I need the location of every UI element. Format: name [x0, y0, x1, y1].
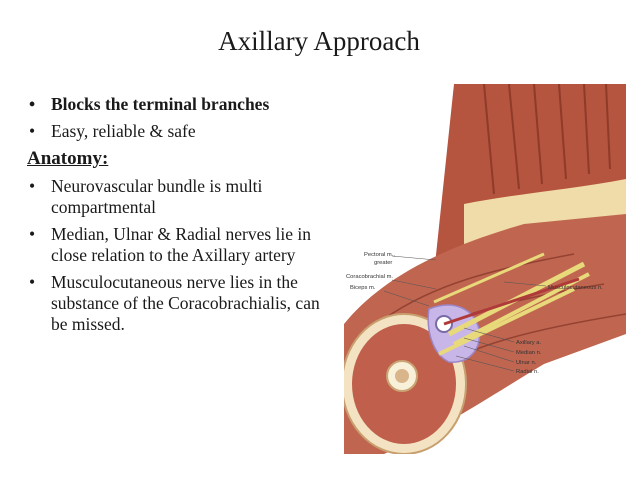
axilla-cross-section-drawing: Pectoral m., greater Coracobrachial m. B…	[344, 84, 626, 454]
bullet-text: Musculocutaneous nerve lies in the subst…	[51, 272, 320, 334]
bullet-list: • Blocks the terminal branches • Easy, r…	[27, 94, 327, 341]
bullet-median-ulnar-radial: • Median, Ulnar & Radial nerves lie in c…	[27, 224, 327, 266]
radial-nerve	[438, 287, 575, 356]
label-radial: Radial n.	[516, 369, 539, 375]
label-biceps: Biceps m.	[350, 285, 376, 291]
bullet-neurovascular-bundle: • Neurovascular bundle is multi compartm…	[27, 176, 327, 218]
musculocutaneous-nerve	[433, 252, 545, 304]
label-musculocutaneous: Musculocutaneous n.	[548, 285, 603, 291]
slide-title: Axillary Approach	[218, 26, 420, 56]
label-greater: greater	[374, 260, 392, 266]
bullet-text: Median, Ulnar & Radial nerves lie in clo…	[51, 224, 311, 265]
axillary-artery-course	[443, 277, 580, 326]
label-median: Median n.	[516, 350, 542, 356]
bullet-musculocutaneous: • Musculocutaneous nerve lies in the sub…	[27, 272, 327, 335]
bullet-dot: •	[29, 272, 36, 292]
label-ulnar: Ulnar n.	[516, 360, 537, 366]
bullet-dot: •	[29, 121, 36, 141]
bullet-blocks-terminal-branches: • Blocks the terminal branches	[27, 94, 327, 115]
bullet-text: Easy, reliable & safe	[51, 121, 196, 141]
anatomy-illustration: Pectoral m., greater Coracobrachial m. B…	[344, 84, 626, 454]
label-axillary: Axillary a.	[516, 340, 542, 346]
bullet-dot: •	[29, 176, 36, 196]
bullet-dot: •	[29, 94, 36, 114]
bullet-text: Blocks the terminal branches	[51, 94, 270, 114]
ulnar-nerve	[453, 272, 590, 346]
fat-layer	[464, 179, 626, 244]
bullet-easy-reliable-safe: • Easy, reliable & safe	[27, 121, 327, 142]
anatomy-heading: Anatomy:	[27, 148, 109, 169]
label-pectoral: Pectoral m.,	[364, 252, 395, 258]
bullet-dot: •	[29, 224, 36, 244]
label-coracobrachial: Coracobrachial m.	[346, 274, 393, 280]
bullet-text: Neurovascular bundle is multi compartmen…	[51, 176, 263, 217]
